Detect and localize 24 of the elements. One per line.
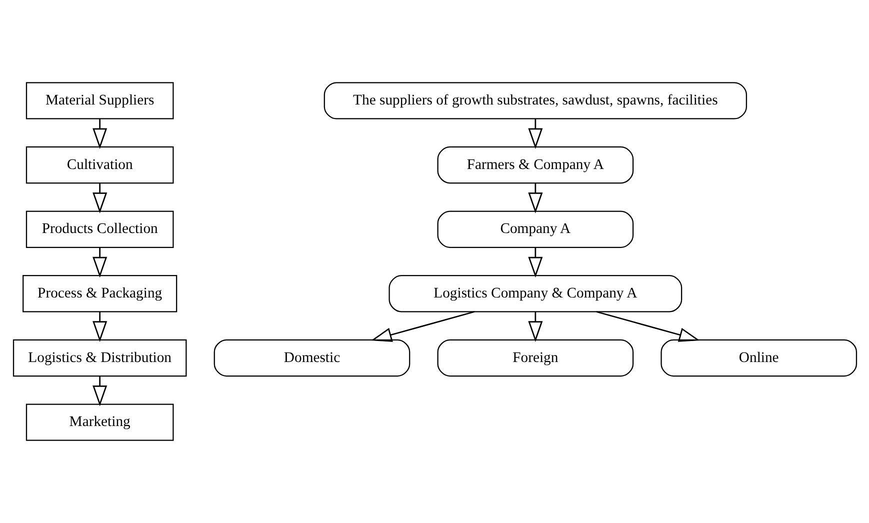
node-box: The suppliers of growth substrates, sawdust, spawns, facilities — [323, 82, 747, 120]
arrow — [528, 118, 542, 149]
node-box: Online — [660, 339, 857, 377]
node-box: Domestic — [213, 339, 410, 377]
arrow — [92, 247, 107, 278]
node-box: Farmers & Company A — [436, 146, 634, 184]
arrow — [528, 247, 542, 278]
node-box: Logistics & Distribution — [12, 339, 186, 377]
arrow — [370, 311, 474, 342]
arrow — [596, 311, 700, 342]
arrow — [528, 312, 542, 342]
node-box: Process & Packaging — [22, 275, 177, 312]
node-box: Cultivation — [25, 146, 174, 184]
arrow — [92, 312, 107, 342]
arrow — [92, 118, 107, 149]
arrow — [92, 183, 107, 214]
arrow — [528, 183, 542, 214]
node-box: Foreign — [436, 339, 634, 377]
node-box: Marketing — [25, 404, 174, 441]
arrow — [92, 376, 107, 406]
node-box: Company A — [436, 210, 634, 248]
node-box: Logistics Company & Company A — [388, 275, 682, 312]
node-box: Material Suppliers — [25, 82, 174, 120]
node-box: Products Collection — [25, 210, 174, 248]
